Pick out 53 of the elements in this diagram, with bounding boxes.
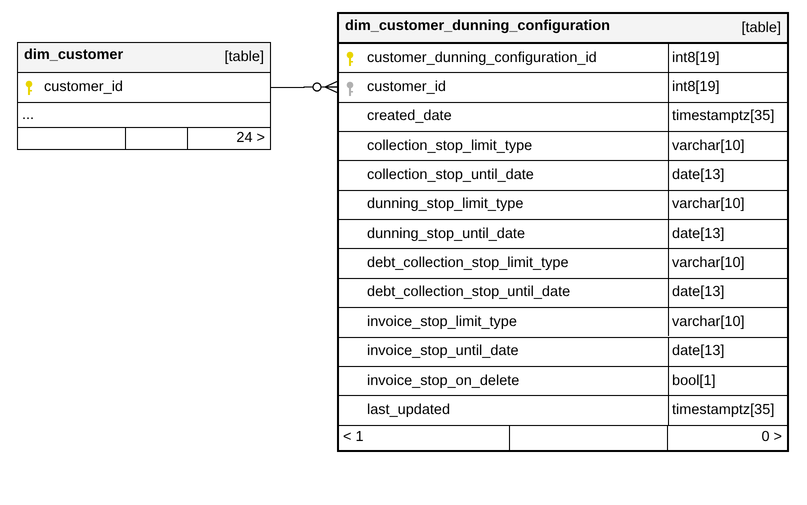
- column-name: collection_stop_limit_type: [367, 136, 532, 155]
- column-name: debt_collection_stop_limit_type: [367, 254, 569, 272]
- column-name: customer_id: [44, 78, 123, 96]
- column-name: collection_stop_until_date: [367, 166, 534, 184]
- column-name: dunning_stop_until_date: [367, 224, 526, 243]
- table-name: dim_customer: [24, 46, 124, 64]
- table-row: [337, 160, 789, 190]
- table-row: [337, 72, 789, 102]
- column-type: varchar[10]: [672, 136, 745, 155]
- relationship-connector: [270, 80, 338, 94]
- column-name: customer_dunning_configuration_id: [367, 48, 597, 67]
- column-type: varchar[10]: [672, 195, 745, 214]
- table-type-label: [table]: [224, 48, 264, 66]
- column-type: int8[19]: [672, 78, 720, 96]
- table-row: [337, 307, 789, 336]
- table-row: [337, 395, 789, 425]
- column-name: invoice_stop_on_delete: [367, 372, 520, 390]
- column-type: date[13]: [672, 166, 724, 184]
- column-name: dunning_stop_limit_type: [367, 195, 524, 214]
- table-footer: [339, 425, 787, 450]
- table-type-label: [table]: [742, 19, 781, 37]
- table-box: [337, 12, 789, 452]
- column-type: varchar[10]: [672, 254, 745, 272]
- relation-count: 24 >: [236, 129, 265, 147]
- column-type: timestamptz[35]: [672, 400, 774, 419]
- table-box: [17, 42, 271, 150]
- table-row: [337, 366, 789, 396]
- column-name: invoice_stop_limit_type: [367, 312, 517, 331]
- table-row: [337, 43, 789, 72]
- column-type: date[13]: [672, 283, 724, 302]
- table-row: [337, 219, 789, 248]
- table-name: dim_customer_dunning_configuration: [345, 17, 610, 35]
- column-type: varchar[10]: [672, 312, 745, 331]
- column-name: customer_id: [367, 78, 446, 96]
- table-footer: [18, 127, 270, 150]
- column-type: bool[1]: [672, 372, 716, 390]
- column-type: date[13]: [672, 342, 724, 360]
- column-name: invoice_stop_until_date: [367, 342, 519, 360]
- column-type: int8[19]: [672, 48, 720, 67]
- column-name: created_date: [367, 107, 452, 126]
- table-row: [337, 336, 789, 366]
- table-row: [337, 102, 789, 132]
- column-name: ...: [22, 106, 34, 124]
- table-row: [337, 278, 789, 308]
- table-row: [337, 248, 789, 278]
- column-type: timestamptz[35]: [672, 107, 774, 126]
- column-type: date[13]: [672, 224, 724, 243]
- column-name: last_updated: [367, 400, 450, 419]
- table-row: [337, 131, 789, 160]
- column-name: debt_collection_stop_until_date: [367, 283, 570, 302]
- relation-count: < 1: [343, 428, 364, 446]
- relation-count: 0 >: [761, 428, 782, 446]
- table-row: [337, 190, 789, 220]
